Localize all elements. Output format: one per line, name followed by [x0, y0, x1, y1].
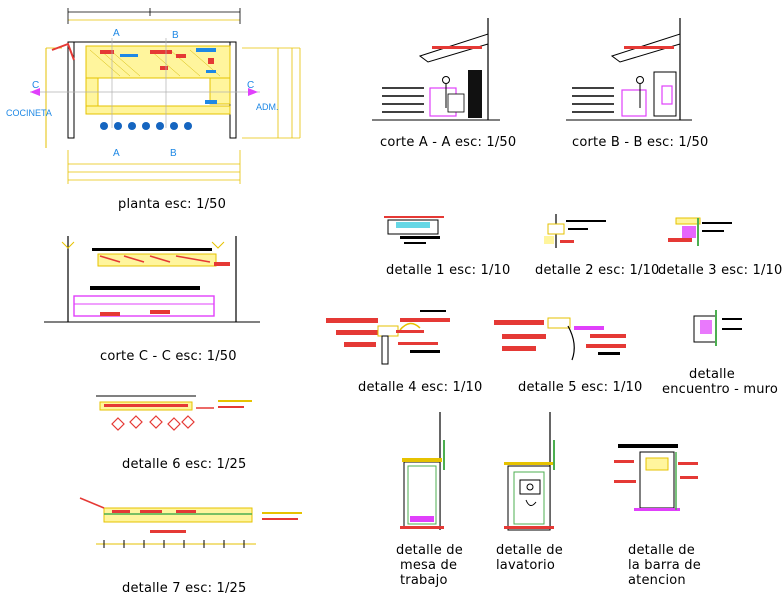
- caption-barra-line1: detalle de: [628, 543, 695, 558]
- detail-wall-junction: [693, 310, 742, 346]
- section-c-arrow-right: [248, 88, 258, 96]
- caption-corte-cc: corte C - C esc: 1/50: [100, 349, 237, 364]
- caption-detalle-6: detalle 6 esc: 1/25: [122, 457, 247, 472]
- floor-plan: A B A B C C COCINETA ADM.: [6, 8, 301, 184]
- caption-planta: planta esc: 1/50: [118, 197, 226, 212]
- caption-corte-aa: corte A - A esc: 1/50: [380, 135, 516, 150]
- caption-detalle-2: detalle 2 esc: 1/10: [535, 263, 660, 278]
- detail-washbasin: [504, 412, 555, 531]
- section-b-marker-bottom: B: [170, 148, 177, 159]
- caption-mesa-line2: mesa de: [400, 558, 457, 573]
- detail-work-table: [400, 412, 445, 530]
- section-aa: [372, 18, 500, 121]
- caption-detalle-3: detalle 3 esc: 1/10: [658, 263, 783, 278]
- caption-mesa-line1: detalle de: [396, 543, 463, 558]
- detail-service-bar: [614, 444, 698, 511]
- section-c-arrow-left: [30, 88, 40, 96]
- caption-detalle-5: detalle 5 esc: 1/10: [518, 380, 643, 395]
- caption-mesa-line3: trabajo: [400, 573, 448, 588]
- detail-5: [494, 317, 626, 361]
- caption-barra-line2: la barra de: [628, 558, 701, 573]
- caption-detalle-encuentro-line1: detalle: [689, 367, 735, 382]
- caption-detalle-4: detalle 4 esc: 1/10: [358, 380, 483, 395]
- detail-4: [326, 310, 450, 365]
- section-b-marker-top: B: [172, 30, 179, 41]
- section-a-marker-top: A: [113, 28, 120, 39]
- section-c-marker-left: C: [32, 80, 39, 91]
- detail-2: [544, 214, 606, 248]
- detail-1: [384, 216, 444, 244]
- caption-lavatorio-line1: detalle de: [496, 543, 563, 558]
- room-label-adm: ADM.: [256, 102, 279, 112]
- section-c-marker-right: C: [247, 80, 254, 91]
- room-label-cocineta: COCINETA: [6, 108, 52, 118]
- section-cc: [44, 236, 260, 323]
- detail-7: [79, 497, 302, 548]
- caption-detalle-encuentro-line2: encuentro - muro: [662, 382, 778, 397]
- detail-6: [96, 395, 252, 431]
- section-bb: [566, 18, 692, 121]
- caption-corte-bb: corte B - B esc: 1/50: [572, 135, 708, 150]
- caption-barra-line3: atencion: [628, 573, 686, 588]
- detail-3: [668, 217, 732, 246]
- caption-detalle-1: detalle 1 esc: 1/10: [386, 263, 511, 278]
- caption-lavatorio-line2: lavatorio: [496, 558, 555, 573]
- caption-detalle-7: detalle 7 esc: 1/25: [122, 581, 247, 596]
- section-a-marker-bottom: A: [113, 148, 120, 159]
